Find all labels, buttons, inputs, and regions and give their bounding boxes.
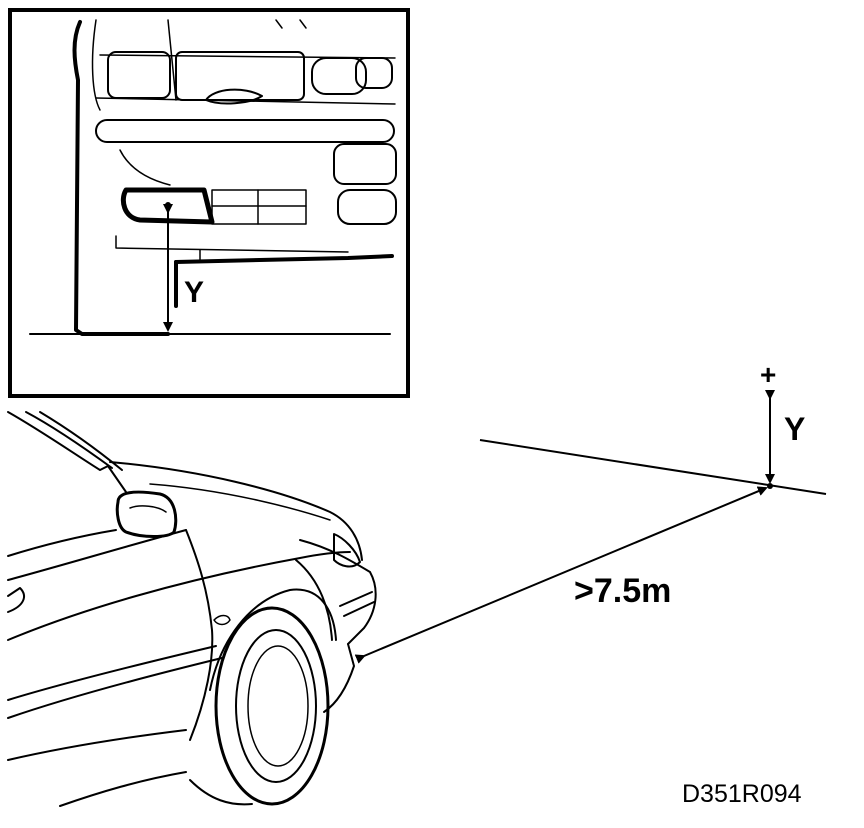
inset-car-front bbox=[29, 19, 397, 336]
height-label: Y bbox=[784, 411, 805, 447]
plus-sign: + bbox=[760, 359, 776, 390]
distance-arrow bbox=[354, 486, 768, 664]
inset-height-label: Y bbox=[184, 276, 204, 309]
inset-detail: Y bbox=[8, 8, 410, 398]
car-illustration bbox=[7, 411, 377, 807]
aim-point bbox=[767, 483, 773, 489]
aim-horizon-line bbox=[479, 439, 827, 495]
headlight-center-dot bbox=[165, 202, 171, 208]
figure-reference-code: D351R094 bbox=[682, 780, 802, 808]
distance-label: >7.5m bbox=[574, 572, 671, 610]
